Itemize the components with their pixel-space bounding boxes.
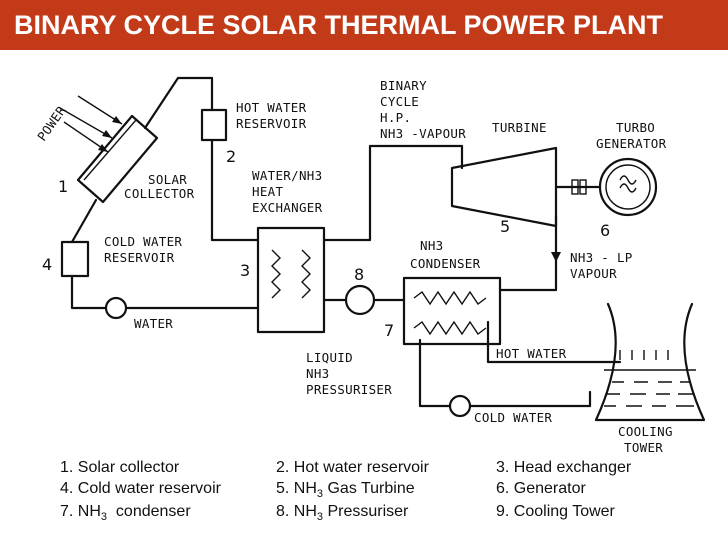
label-cold-water: COLD WATER [104,234,182,249]
pipe-hot-up [143,76,214,130]
label-turbine: TURBINE [492,120,547,135]
pipe-collector-cold [70,198,98,244]
heat-exchanger [256,226,326,334]
turbo-generator [598,157,658,217]
label-generator: GENERATOR [596,136,667,151]
label-cycle: CYCLE [380,94,419,109]
label-reservoir: RESERVOIR [236,116,307,131]
label-hot-water-line: HOT WATER [496,346,567,361]
label-cooling: COOLING [618,424,673,439]
pipe-hot-water-tower [486,320,622,364]
nh3-condenser [402,276,502,346]
label-tower: TOWER [624,440,663,455]
nh3-pressuriser [344,284,376,316]
label-condenser: CONDENSER [410,256,481,271]
legend-item: 5. NH3 Gas Turbine [276,480,415,501]
legend-item: 9. Cooling Tower [496,503,615,521]
label-hp: H.P. [380,110,411,125]
legend-item: 3. Head exchanger [496,459,632,476]
legend-item: 6. Generator [496,480,586,497]
turbine-shaft [554,179,602,195]
label-hot-water: HOT WATER [236,100,307,115]
number-7: 7 [384,321,394,340]
cold-water-reservoir [60,240,90,278]
label-water: WATER [134,316,173,331]
label-water-nh3: WATER/NH3 [252,168,322,183]
label-liquid-nh3: NH3 [306,366,329,381]
label-lp-vapour: VAPOUR [570,266,617,281]
legend-item: 1. Solar collector [60,459,180,476]
number-5: 5 [500,217,510,236]
label-solar: SOLAR [148,172,187,187]
label-cold-water-line: COLD WATER [474,410,552,425]
pipe-lp-vapour [498,214,558,292]
label-collector: COLLECTOR [124,186,195,201]
label-cold-reservoir: RESERVOIR [104,250,175,265]
legend-item: 7. NH3 condenser [60,503,191,524]
number-3: 3 [240,261,250,280]
pipe-to-exchanger [210,138,260,242]
label-pressuriser: PRESSURISER [306,382,392,397]
hot-water-reservoir [200,108,228,142]
number-2: 2 [226,147,236,166]
turbine [450,146,558,228]
pipe-nh3-hp [322,144,464,242]
power-arrows [59,95,123,153]
cooling-tower [594,302,706,422]
legend-item: 2. Hot water reservoir [276,459,429,476]
number-4: 4 [42,255,52,274]
pipe-cold-pump [70,274,108,310]
slide-title: BINARY CYCLE SOLAR THERMAL POWER PLANT [0,0,728,50]
legend-item: 4. Cold water reservoir [60,480,221,497]
solar-collector [76,114,159,204]
number-1: 1 [58,177,68,196]
label-heat: HEAT [252,184,283,199]
label-nh3-lp: NH3 - LP [570,250,633,265]
cold-water-pump [448,394,472,418]
label-binary: BINARY [380,78,427,93]
number-6: 6 [600,221,610,240]
label-nh3-vapour: NH3 -VAPOUR [380,126,466,141]
label-power: POWER [34,103,69,144]
label-liquid: LIQUID [306,350,353,365]
label-turbo: TURBO [616,120,655,135]
lp-arrow [551,252,561,262]
water-pump [104,296,128,320]
label-nh3-condenser-1: NH3 [420,238,443,253]
legend-item: 8. NH3 Pressuriser [276,503,409,524]
component-legend: 1. Solar collector 2. Hot water reservoir… [60,459,720,523]
number-8: 8 [354,265,364,284]
pipe-pump-condenser [418,338,452,408]
power-plant-diagram: POWER SOLAR COLLECTOR 1 2 HOT WATER RESE… [34,76,706,455]
label-exchanger: EXCHANGER [252,200,323,215]
pipe-cold-water-tower [468,390,592,408]
